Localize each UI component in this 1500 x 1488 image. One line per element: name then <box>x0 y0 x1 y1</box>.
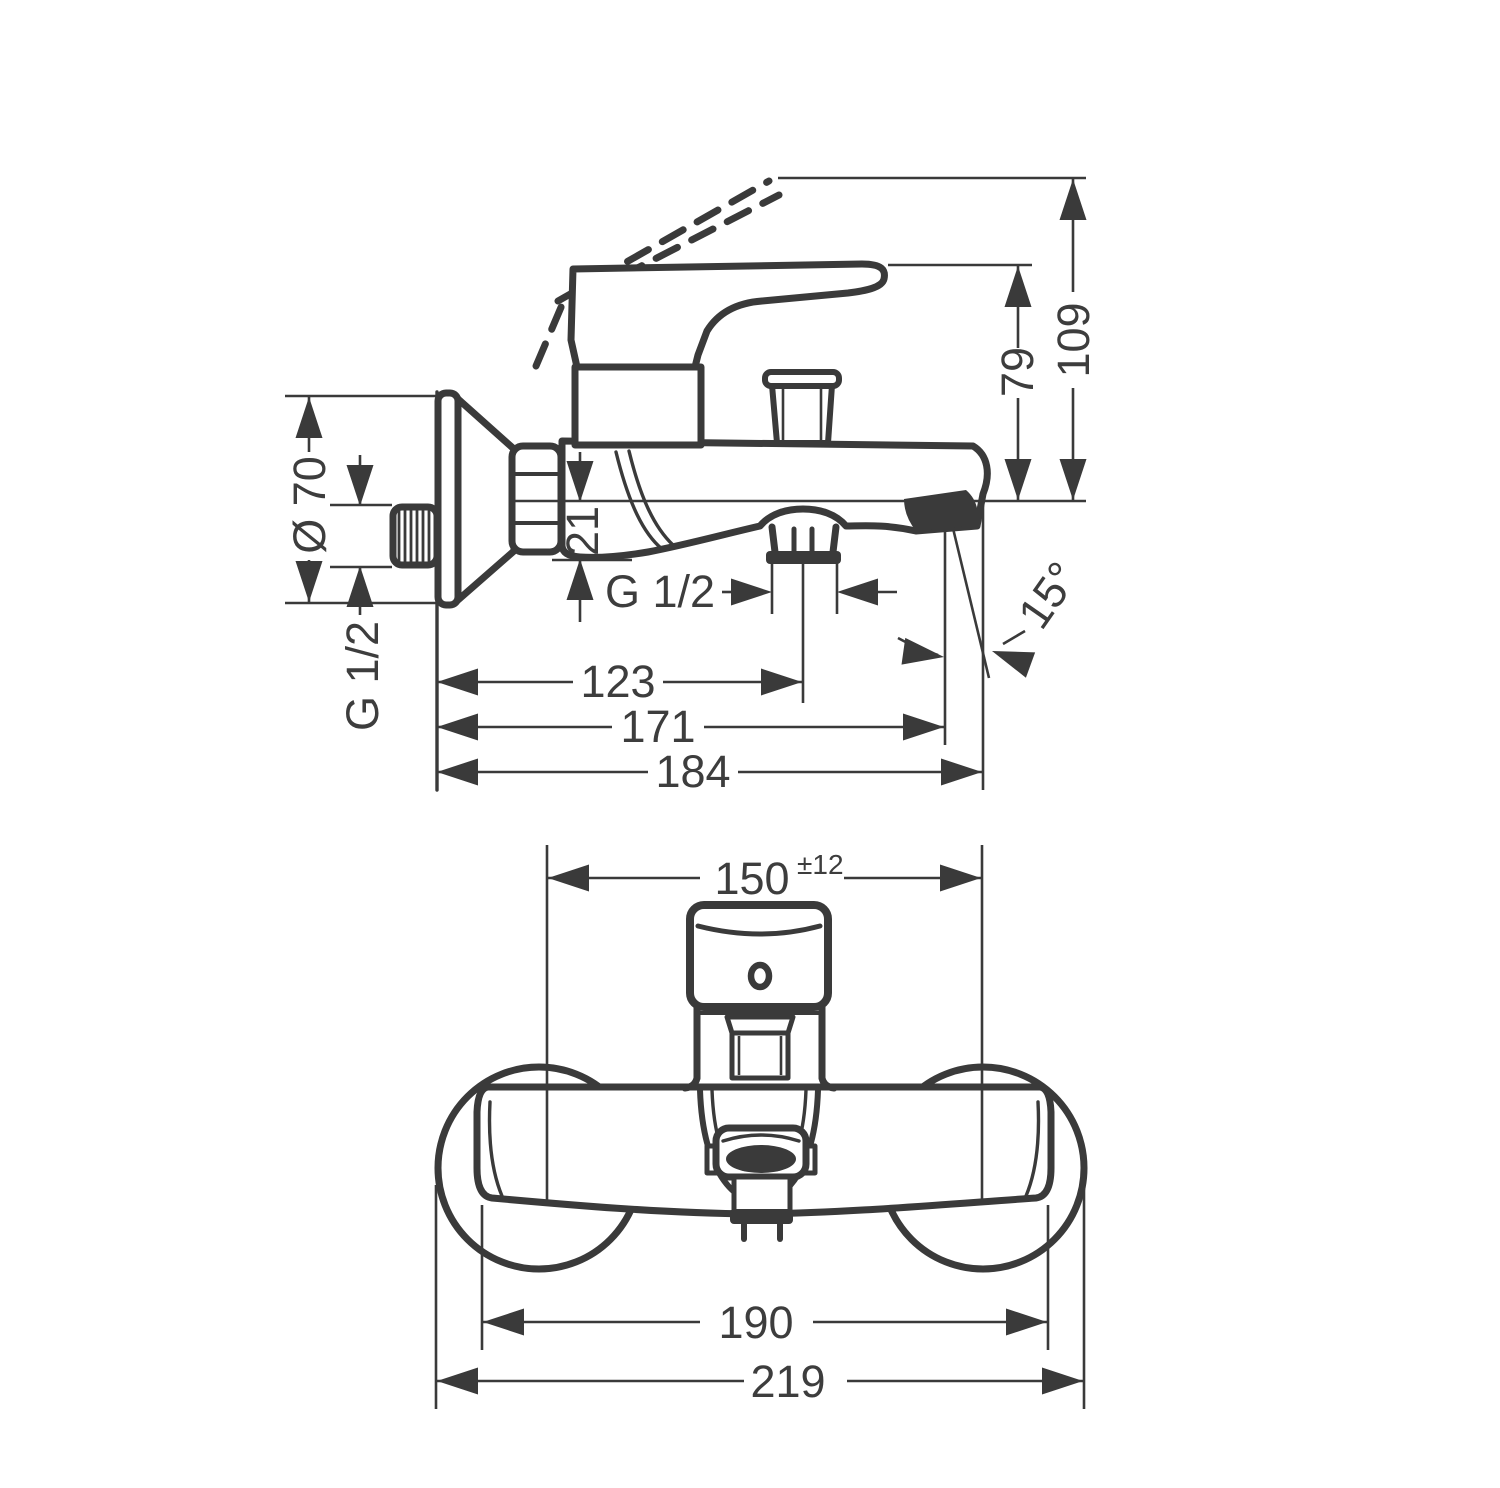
outlet-front <box>731 1174 793 1215</box>
label-projection-123: 123 <box>580 656 655 707</box>
mixer-body-spout <box>558 437 991 561</box>
spout-opening <box>726 1145 796 1173</box>
dim-spout-underside-offset: 21 <box>557 452 608 622</box>
handle-front <box>681 901 838 1092</box>
dim-height-109: 109 <box>1048 179 1099 500</box>
cartridge-neck <box>729 1030 791 1081</box>
lever-knob-front <box>686 901 832 1011</box>
dim-shower-outlet-thread: G 1/2 <box>605 566 897 617</box>
dim-height-79: 79 <box>992 266 1043 500</box>
dim-connection-spacing: 150 ±12 <box>545 845 984 1200</box>
label-spout-underside-offset: 21 <box>557 506 608 556</box>
dim-wall-thread: G 1/2 <box>337 455 388 731</box>
label-height-109: 109 <box>1048 302 1099 377</box>
label-height-79: 79 <box>992 347 1043 397</box>
dim-overall-width: 219 <box>434 1185 1086 1409</box>
angle-line-15deg <box>949 519 991 679</box>
spout-front <box>697 1087 821 1242</box>
shower-outlet <box>766 523 841 564</box>
wall-union <box>389 389 565 609</box>
label-wall-thread: G 1/2 <box>337 621 388 731</box>
side-view: Ø 70 G 1/2 21 G 1/2 <box>284 176 1099 797</box>
dim-projection-171: 171 <box>437 701 944 752</box>
dim-escutcheon-diameter: Ø 70 <box>284 397 335 602</box>
dim-body-width: 190 <box>480 1205 1050 1350</box>
label-escutcheon-diameter: Ø 70 <box>284 456 335 554</box>
body-end-contour <box>487 1100 504 1198</box>
body-contour-line <box>614 450 664 551</box>
front-view: 150 ±12 190 219 <box>434 845 1088 1409</box>
lever-handle <box>567 260 888 371</box>
label-connection-spacing: 150 <box>714 853 789 904</box>
hex-nut <box>508 442 565 556</box>
label-projection-184: 184 <box>655 746 730 797</box>
thread-hatch <box>397 510 431 562</box>
dim-projection-184: 184 <box>437 746 982 797</box>
escutcheon-flange <box>434 389 462 609</box>
handle-pin-hole <box>747 961 773 991</box>
cartridge-housing <box>571 363 705 449</box>
body-contour-line <box>627 449 675 547</box>
label-projection-171: 171 <box>620 701 695 752</box>
dim-projection-123: 123 <box>437 656 802 707</box>
label-shower-outlet-thread: G 1/2 <box>605 566 715 617</box>
label-body-width: 190 <box>718 1297 793 1348</box>
dim-angle-15: 15° <box>897 553 1089 678</box>
outlet-front-seal <box>730 1209 793 1224</box>
body-end-contour <box>1024 1100 1041 1198</box>
diverter-knob <box>762 369 842 446</box>
label-connection-tolerance: ±12 <box>797 849 844 880</box>
label-angle-15: 15° <box>1008 553 1089 638</box>
label-overall-width: 219 <box>750 1356 825 1407</box>
escutcheon-cone <box>454 395 518 604</box>
